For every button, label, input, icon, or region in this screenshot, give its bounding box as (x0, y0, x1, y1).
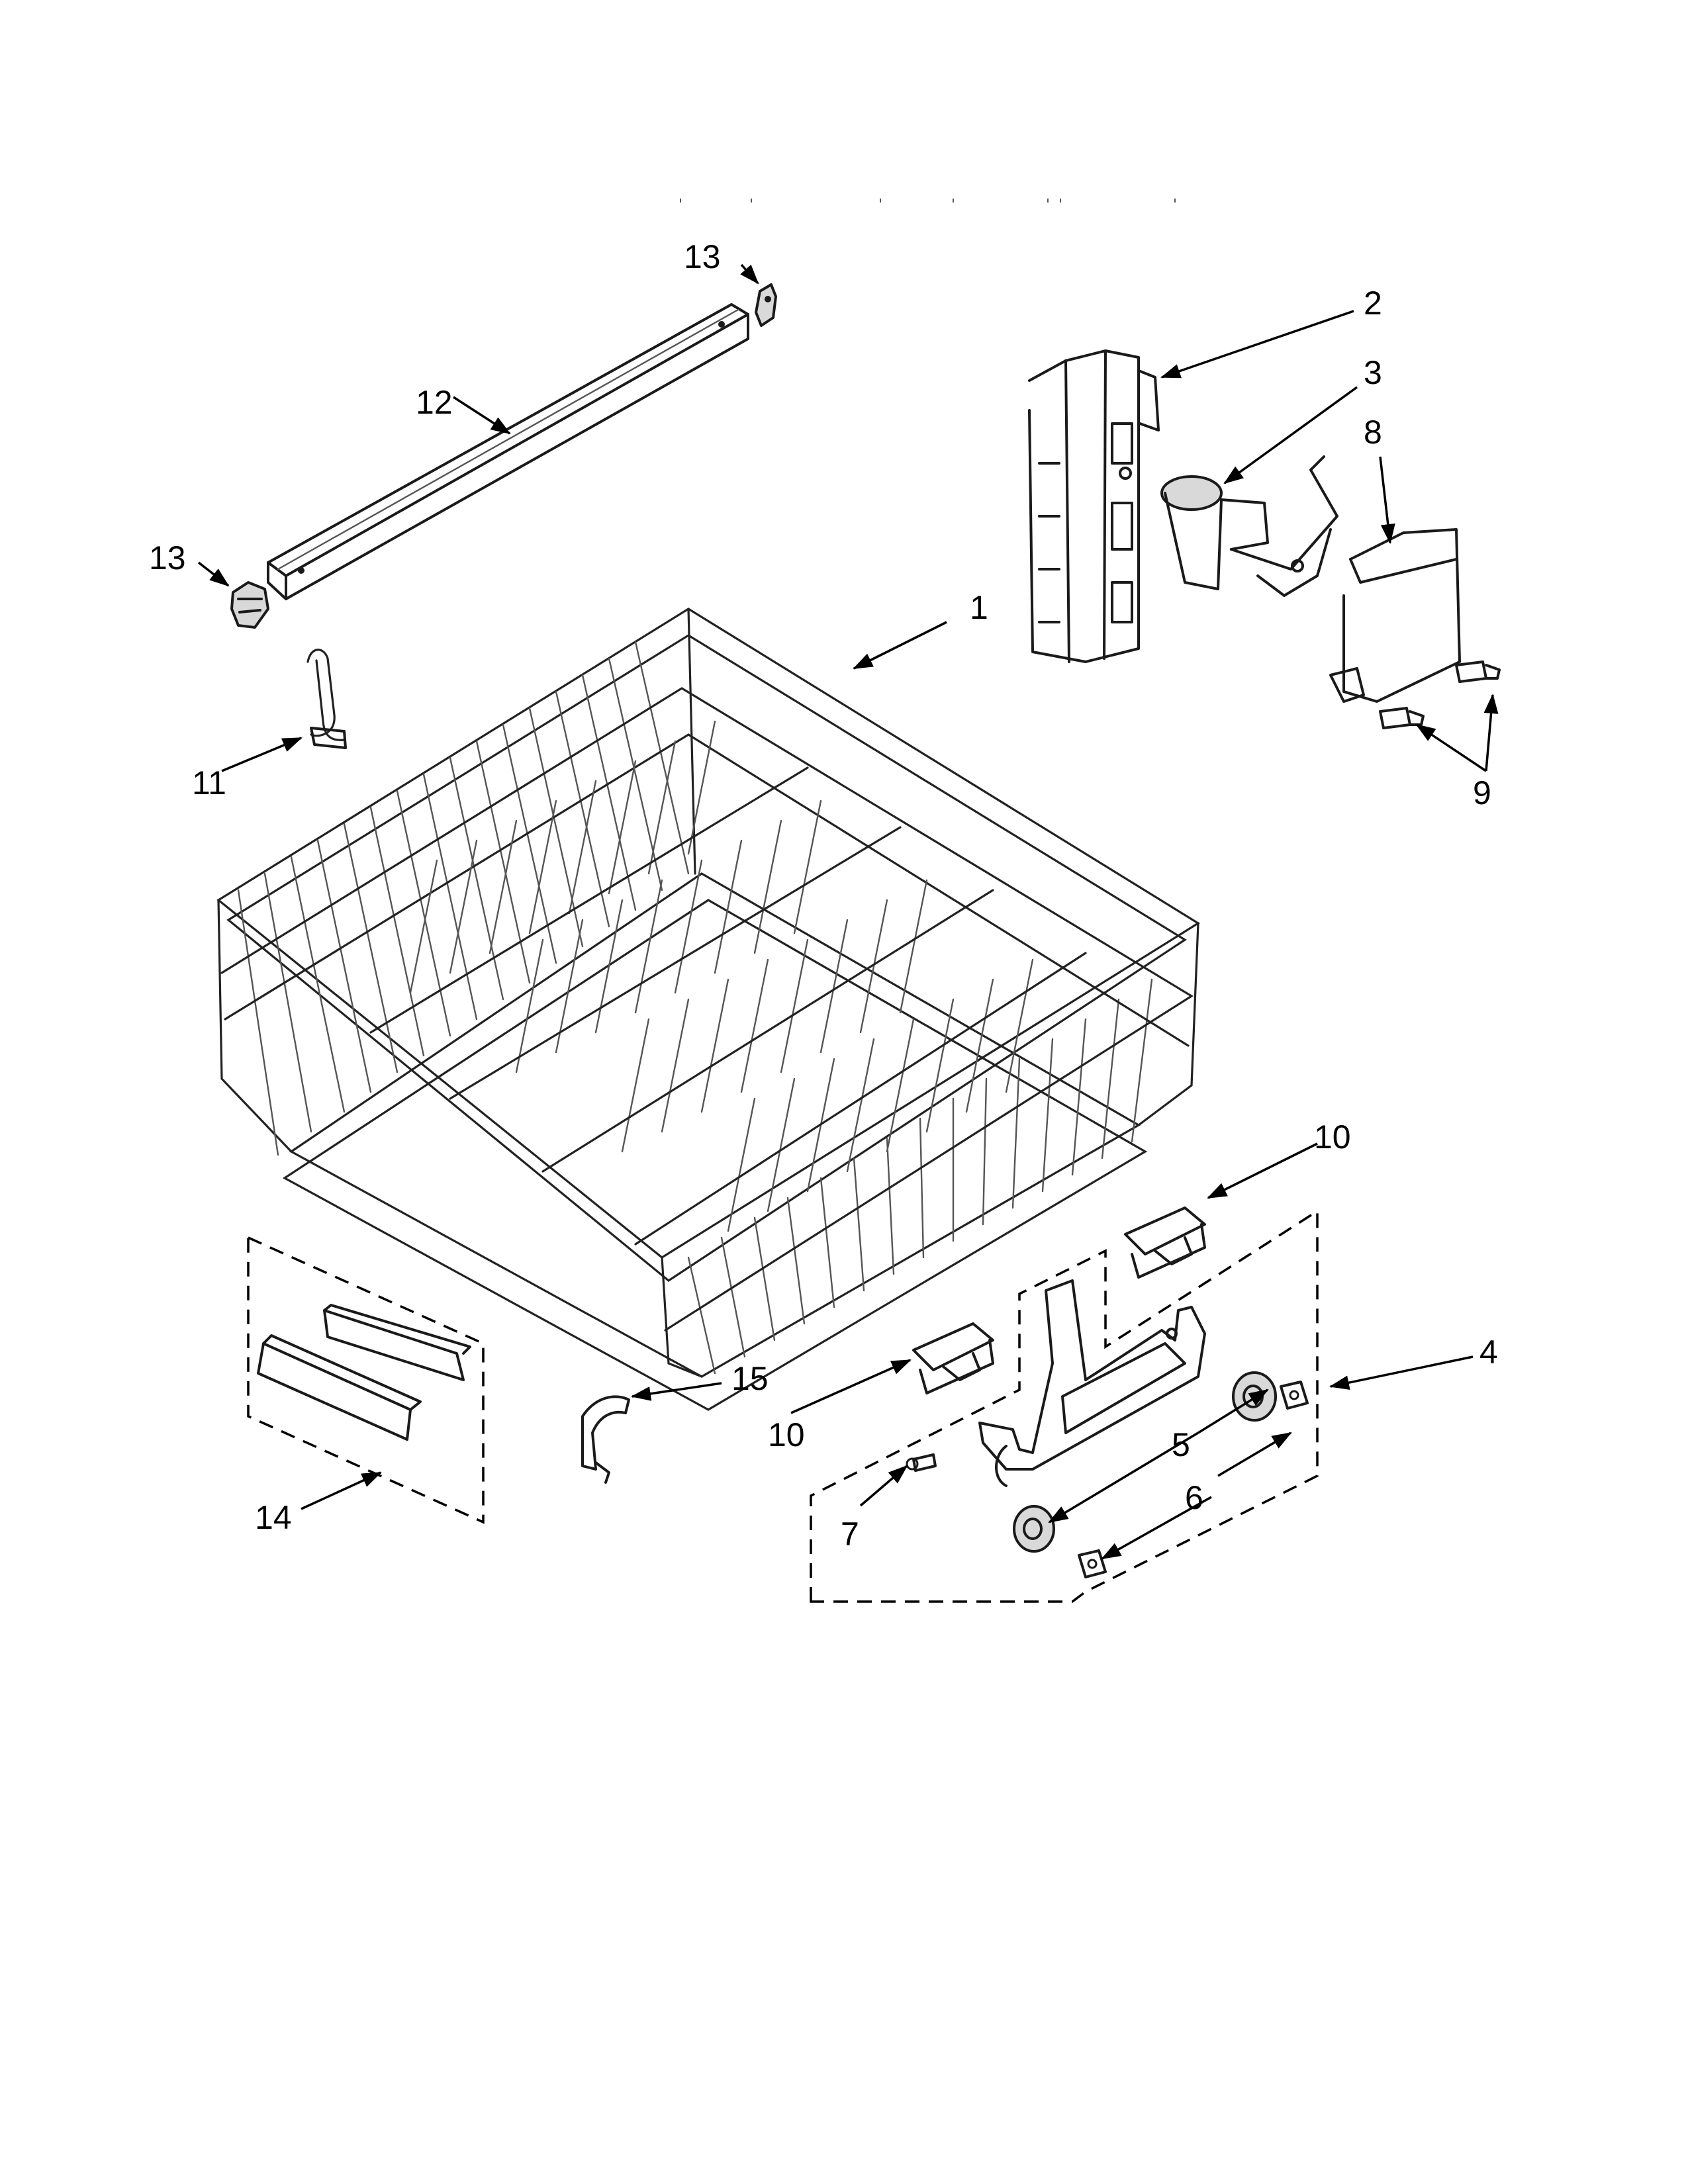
top-tick-marks (680, 199, 1176, 203)
callout-3: 3 (1364, 354, 1382, 391)
callout-13-bottom: 13 (149, 539, 186, 576)
callout-14: 14 (255, 1499, 292, 1536)
callout-labels: 1 2 3 8 9 13 12 13 11 10 4 15 10 5 6 7 1… (149, 238, 1498, 1553)
callout-4: 4 (1479, 1334, 1498, 1371)
end-cap-part-13-bottom (230, 581, 269, 629)
rack-stop-part-10-upper (1124, 1206, 1206, 1279)
adjuster-housing-part-2 (1028, 349, 1160, 663)
clip-part-11 (306, 649, 347, 749)
callout-7: 7 (841, 1516, 859, 1553)
callout-8: 8 (1364, 414, 1382, 451)
leader-lines (197, 263, 1499, 1560)
bracket-part-15 (581, 1395, 630, 1484)
screw-part-7 (906, 1453, 937, 1472)
callout-11: 11 (192, 764, 226, 801)
callout-9: 9 (1473, 774, 1491, 811)
assembly-box-part-14 (247, 1236, 485, 1524)
dish-rack-part-1 (216, 608, 1201, 1411)
wheel-part-5-upper (1232, 1371, 1277, 1422)
axle-part-6-lower (1078, 1549, 1107, 1578)
end-cap-part-13-top (755, 283, 777, 327)
rack-stop-part-10-lower (912, 1322, 994, 1394)
callout-6: 6 (1185, 1479, 1203, 1516)
rack-left-side-wires (237, 641, 690, 1156)
callout-10-upper: 10 (1314, 1118, 1351, 1156)
callout-15: 15 (731, 1360, 769, 1397)
cover-plate-part-8 (1329, 528, 1461, 703)
callout-2: 2 (1364, 285, 1382, 322)
axle-part-6-upper (1280, 1381, 1309, 1410)
assembly-box-part-4 (810, 1208, 1319, 1603)
callout-10-lower: 10 (768, 1416, 805, 1453)
callout-13-top: 13 (684, 238, 721, 275)
wheel-part-5-lower (1013, 1505, 1055, 1553)
callout-1: 1 (970, 589, 988, 626)
rack-right-side-wires (687, 978, 1153, 1375)
rack-rail-part-12 (267, 303, 749, 600)
callout-12: 12 (416, 384, 453, 421)
adjuster-arm-part-4 (978, 1279, 1206, 1487)
trim-piece-part-14 (257, 1304, 471, 1441)
callout-5: 5 (1172, 1426, 1190, 1463)
adjuster-mechanism-part-3 (1160, 455, 1338, 597)
rack-tines (369, 720, 1087, 1246)
